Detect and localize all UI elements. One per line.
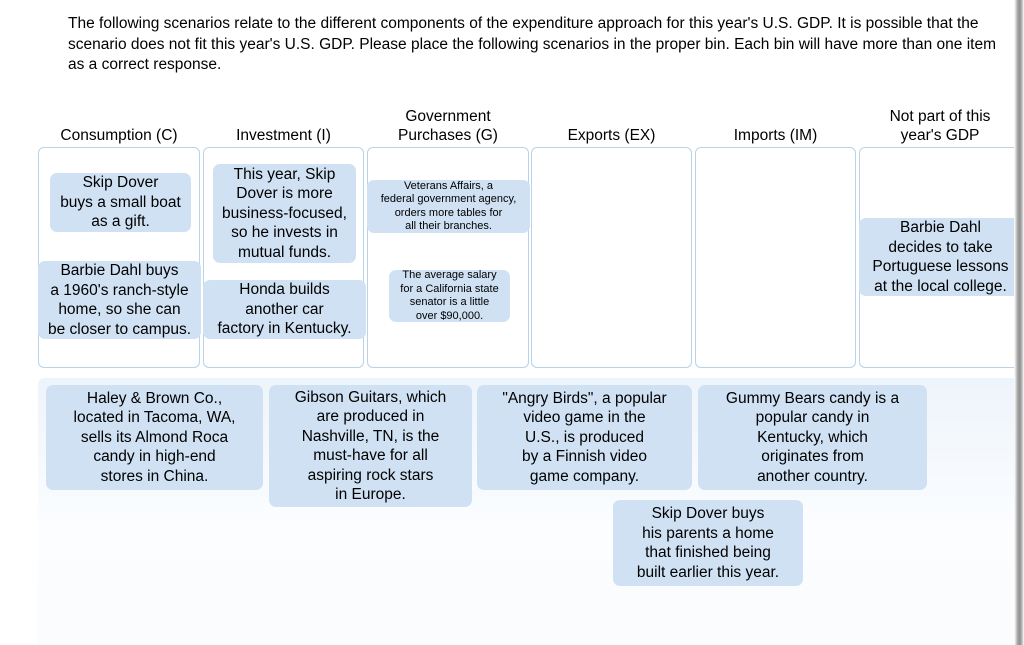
tile-investment-0[interactable]: This year, Skip Dover is more business-f… (213, 164, 356, 263)
bin-dropzone-government-purchases[interactable]: Veterans Affairs, a federal government a… (367, 147, 530, 368)
tile-consumption-1[interactable]: Barbie Dahl buys a 1960's ranch-style ho… (38, 261, 201, 339)
window-right-edge[interactable] (1014, 0, 1024, 645)
tray-tile-3[interactable]: Gummy Bears candy is a popular candy in … (698, 385, 927, 490)
bin-column-imports: Imports (IM) (695, 100, 856, 368)
tile-investment-1[interactable]: Honda builds another car factory in Kent… (203, 280, 366, 339)
bin-column-investment: Investment (I) This year, Skip Dover is … (203, 100, 366, 368)
instructions-text: The following scenarios relate to the di… (68, 15, 997, 73)
bin-dropzone-investment[interactable]: This year, Skip Dover is more business-f… (203, 147, 366, 368)
bin-header-imports: Imports (IM) (733, 127, 818, 144)
bin-header-exports: Exports (EX) (567, 127, 656, 144)
tray-tile-2[interactable]: "Angry Birds", a popular video game in t… (477, 385, 692, 490)
tile-government-purchases-0[interactable]: Veterans Affairs, a federal government a… (367, 180, 530, 233)
bin-dropzone-consumption[interactable]: Skip Dover buys a small boat as a gift. … (38, 147, 201, 368)
bin-column-not-part-of-gdp: Not part of this year's GDP Barbie Dahl … (859, 100, 1022, 368)
bin-dropzone-not-part-of-gdp[interactable]: Barbie Dahl decides to take Portuguese l… (859, 147, 1022, 368)
bin-header-investment: Investment (I) (236, 127, 331, 144)
tray-tile-0[interactable]: Haley & Brown Co., located in Tacoma, WA… (46, 385, 263, 490)
scenario-tray[interactable]: Haley & Brown Co., located in Tacoma, WA… (38, 378, 1018, 645)
tile-consumption-0[interactable]: Skip Dover buys a small boat as a gift. (50, 173, 191, 232)
bin-header-not-part-of-gdp: Not part of this year's GDP (889, 108, 991, 144)
bin-dropzone-exports[interactable] (531, 147, 692, 368)
bin-header-government-purchases: Government Purchases (G) (398, 108, 498, 144)
tile-government-purchases-1[interactable]: The average salary for a California stat… (389, 269, 510, 322)
tile-not-part-of-gdp-0[interactable]: Barbie Dahl decides to take Portuguese l… (859, 218, 1022, 296)
bin-dropzone-imports[interactable] (695, 147, 856, 368)
bins-row: Consumption (C) Skip Dover buys a small … (38, 100, 1022, 368)
tray-tile-1[interactable]: Gibson Guitars, which are produced in Na… (269, 385, 472, 507)
bin-column-consumption: Consumption (C) Skip Dover buys a small … (38, 100, 201, 368)
bin-header-consumption: Consumption (C) (60, 127, 178, 144)
bin-column-exports: Exports (EX) (531, 100, 692, 368)
tray-tile-4[interactable]: Skip Dover buys his parents a home that … (613, 500, 803, 586)
bin-column-government-purchases: Government Purchases (G) Veterans Affair… (367, 100, 530, 368)
